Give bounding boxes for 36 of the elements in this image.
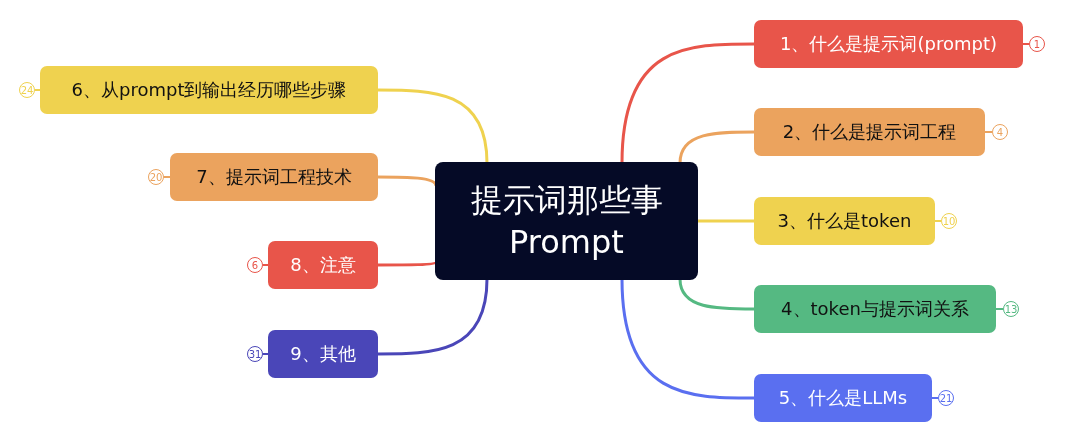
connector-line: [934, 220, 942, 222]
connector-line: [262, 264, 269, 266]
count-badge: 1: [1029, 36, 1045, 52]
connector-line: [678, 278, 754, 311]
count-badge: 6: [247, 257, 263, 273]
connector-line: [697, 219, 754, 223]
count-badge: 20: [148, 169, 164, 185]
connector-line: [378, 88, 489, 164]
topic-box: 4、token与提示词关系: [754, 285, 996, 333]
connector-line: [995, 308, 1004, 310]
topic-box: 2、什么是提示词工程: [754, 108, 985, 156]
topic-box: 6、从prompt到输出经历哪些步骤: [40, 66, 378, 114]
topic-box: 7、提示词工程技术: [170, 153, 378, 201]
topic-box: 1、什么是提示词(prompt): [754, 20, 1023, 68]
topic-box: 5、什么是LLMs: [754, 374, 932, 422]
count-badge: 31: [247, 346, 263, 362]
central-topic-box: 提示词那些事 Prompt: [435, 162, 698, 280]
connector-line: [378, 278, 489, 356]
topic-box: 8、注意: [268, 241, 378, 289]
connector-line: [378, 260, 437, 267]
topic-box: 3、什么是token: [754, 197, 935, 245]
connector-line: [620, 278, 754, 400]
connector-line: [1022, 43, 1030, 45]
connector-line: [34, 89, 41, 91]
topic-box: 9、其他: [268, 330, 378, 378]
connector-line: [163, 176, 171, 178]
count-badge: 24: [19, 82, 35, 98]
connector-line: [931, 397, 939, 399]
count-badge: 21: [938, 390, 954, 406]
count-badge: 13: [1003, 301, 1019, 317]
connector-line: [678, 130, 754, 164]
connector-line: [984, 131, 993, 133]
count-badge: 4: [992, 124, 1008, 140]
connector-line: [620, 42, 754, 164]
count-badge: 10: [941, 213, 957, 229]
connector-line: [262, 353, 269, 355]
